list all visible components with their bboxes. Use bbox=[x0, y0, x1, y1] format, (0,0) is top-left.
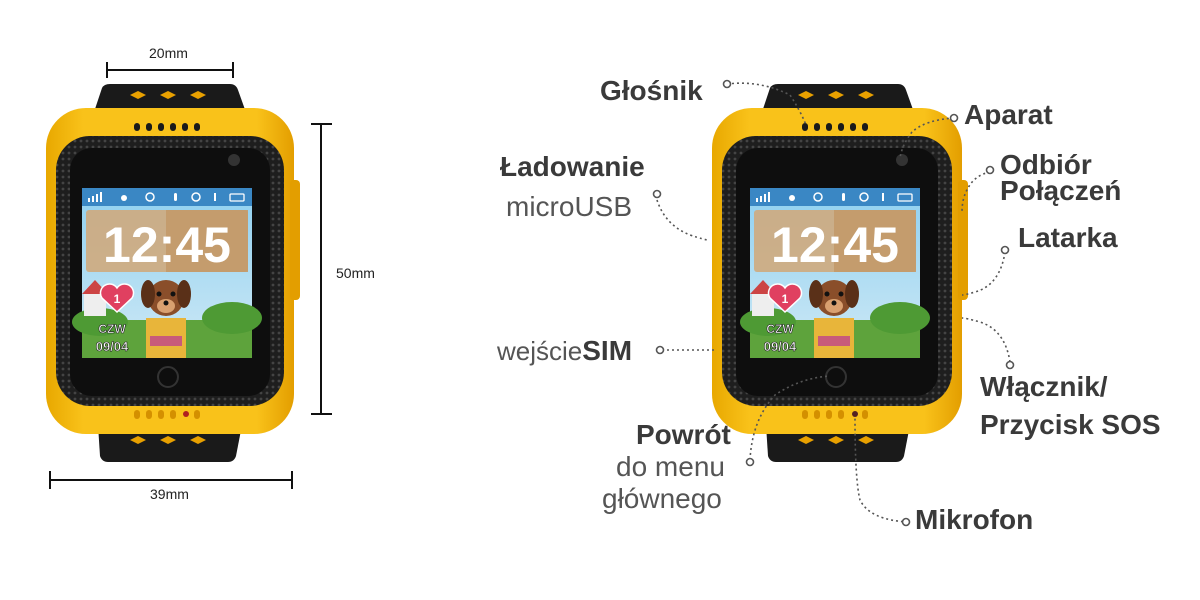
callout-power-line1: Włącznik/ bbox=[980, 371, 1108, 402]
dim-width bbox=[49, 471, 293, 489]
callout-dots bbox=[652, 79, 1015, 527]
right-badge: 1 bbox=[782, 292, 789, 306]
right-day: CZW bbox=[766, 322, 794, 336]
callout-speaker: Głośnik bbox=[600, 75, 703, 106]
dim-strap-width-label: 20mm bbox=[149, 45, 188, 61]
right-watch: 12:45 1 CZW 09/04 bbox=[712, 84, 968, 462]
callout-back-line2: do menu bbox=[616, 451, 725, 482]
right-screen: 12:45 1 CZW 09/04 bbox=[740, 188, 930, 358]
right-dog-icon bbox=[809, 280, 859, 358]
right-time-text: 12:45 bbox=[771, 217, 899, 273]
dim-strap-width bbox=[106, 62, 234, 78]
dim-height bbox=[311, 123, 332, 415]
callout-answer-line2: Połączeń bbox=[1000, 175, 1122, 206]
left-badge: 1 bbox=[114, 292, 121, 306]
right-date: 09/04 bbox=[764, 339, 797, 354]
left-day: CZW bbox=[98, 322, 126, 336]
left-watch: 12:45 1 CZW 09/04 bbox=[46, 84, 300, 462]
callout-charging-bold: Ładowanie bbox=[500, 151, 645, 182]
callout-sim-regular: wejście bbox=[497, 336, 583, 366]
callout-charging-regular: microUSB bbox=[506, 191, 633, 222]
left-dog-icon bbox=[141, 280, 191, 358]
callout-leaders bbox=[656, 82, 1011, 523]
callout-back-bold: Powrót bbox=[636, 419, 731, 450]
dim-width-label: 39mm bbox=[150, 486, 189, 502]
left-time-text: 12:45 bbox=[103, 217, 231, 273]
callout-camera: Aparat bbox=[964, 99, 1053, 130]
left-screen: 12:45 1 CZW 09/04 bbox=[72, 188, 262, 358]
callout-power-line2: Przycisk SOS bbox=[980, 409, 1161, 440]
callout-sim: wejścieSIM bbox=[497, 336, 632, 365]
callout-sim-bold: SIM bbox=[582, 335, 633, 366]
callout-answer-line1: Odbiór bbox=[1000, 149, 1092, 180]
callout-back-line3: głównego bbox=[602, 483, 722, 514]
left-date: 09/04 bbox=[96, 339, 129, 354]
callout-microphone: Mikrofon bbox=[915, 504, 1034, 535]
callout-flashlight: Latarka bbox=[1018, 222, 1118, 253]
dim-height-label: 50mm bbox=[336, 265, 375, 281]
